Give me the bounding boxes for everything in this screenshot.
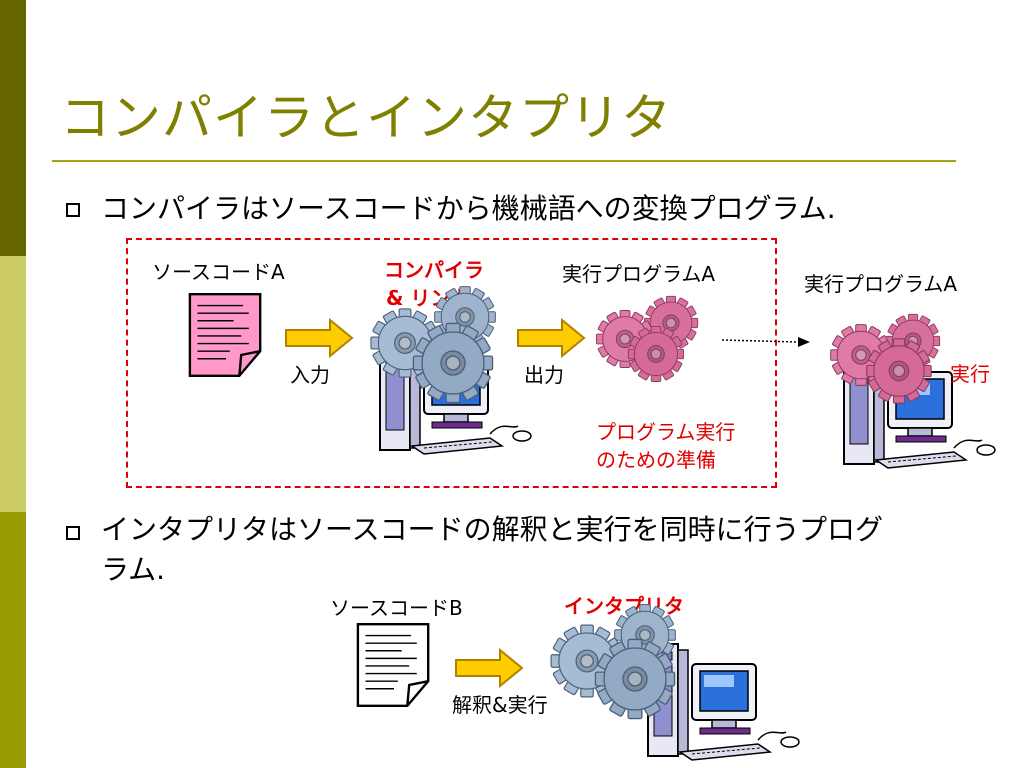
input-label: 入力 [290, 363, 330, 387]
source-doc-a-icon [188, 292, 264, 378]
prep-label-line1: プログラム実行 [596, 420, 736, 444]
bullet-interpreter-text-line2: ラム. [101, 553, 166, 586]
interpreter-label: インタプリタ [564, 594, 684, 618]
input-arrow-icon [284, 318, 354, 358]
bullet-square-icon [66, 203, 80, 217]
compiler-label-line1: コンパイラ [384, 258, 484, 282]
dotted-arrow-icon [721, 337, 810, 347]
sidebar-band-bottom [0, 512, 26, 768]
sidebar-band-middle [0, 256, 26, 512]
prep-label-line2: のための準備 [596, 448, 716, 472]
bullet-compiler-text: コンパイラはソースコードから機械語への変換プログラム. [101, 192, 836, 225]
exe-program-a-run-label: 実行プログラムA [804, 272, 958, 296]
sidebar-band-top [0, 0, 26, 256]
interpret-execute-label: 解釈&実行 [452, 693, 548, 717]
interp-gear-main-icon [592, 636, 678, 722]
compiler-process-frame [126, 238, 777, 488]
exe-program-a-label: 実行プログラムA [562, 262, 716, 286]
exe-gear-right-icon [626, 324, 686, 384]
run-label: 実行 [950, 362, 990, 386]
title-divider [52, 160, 956, 162]
bullet-interpreter-text-line1: インタプリタはソースコードの解釈と実行を同時に行うプログ [101, 513, 884, 546]
compiler-gear-main-icon [410, 320, 496, 406]
output-arrow-icon [516, 318, 586, 358]
source-code-b-label: ソースコードB [330, 596, 463, 620]
interpret-arrow-icon [454, 648, 524, 688]
slide-title: コンパイラとインタプリタ [60, 89, 672, 147]
run-gear-main-icon [864, 336, 934, 406]
source-code-a-label: ソースコードA [152, 260, 285, 284]
bullet-square-icon [66, 526, 80, 540]
output-label: 出力 [524, 363, 564, 387]
source-doc-b-icon [356, 622, 432, 708]
